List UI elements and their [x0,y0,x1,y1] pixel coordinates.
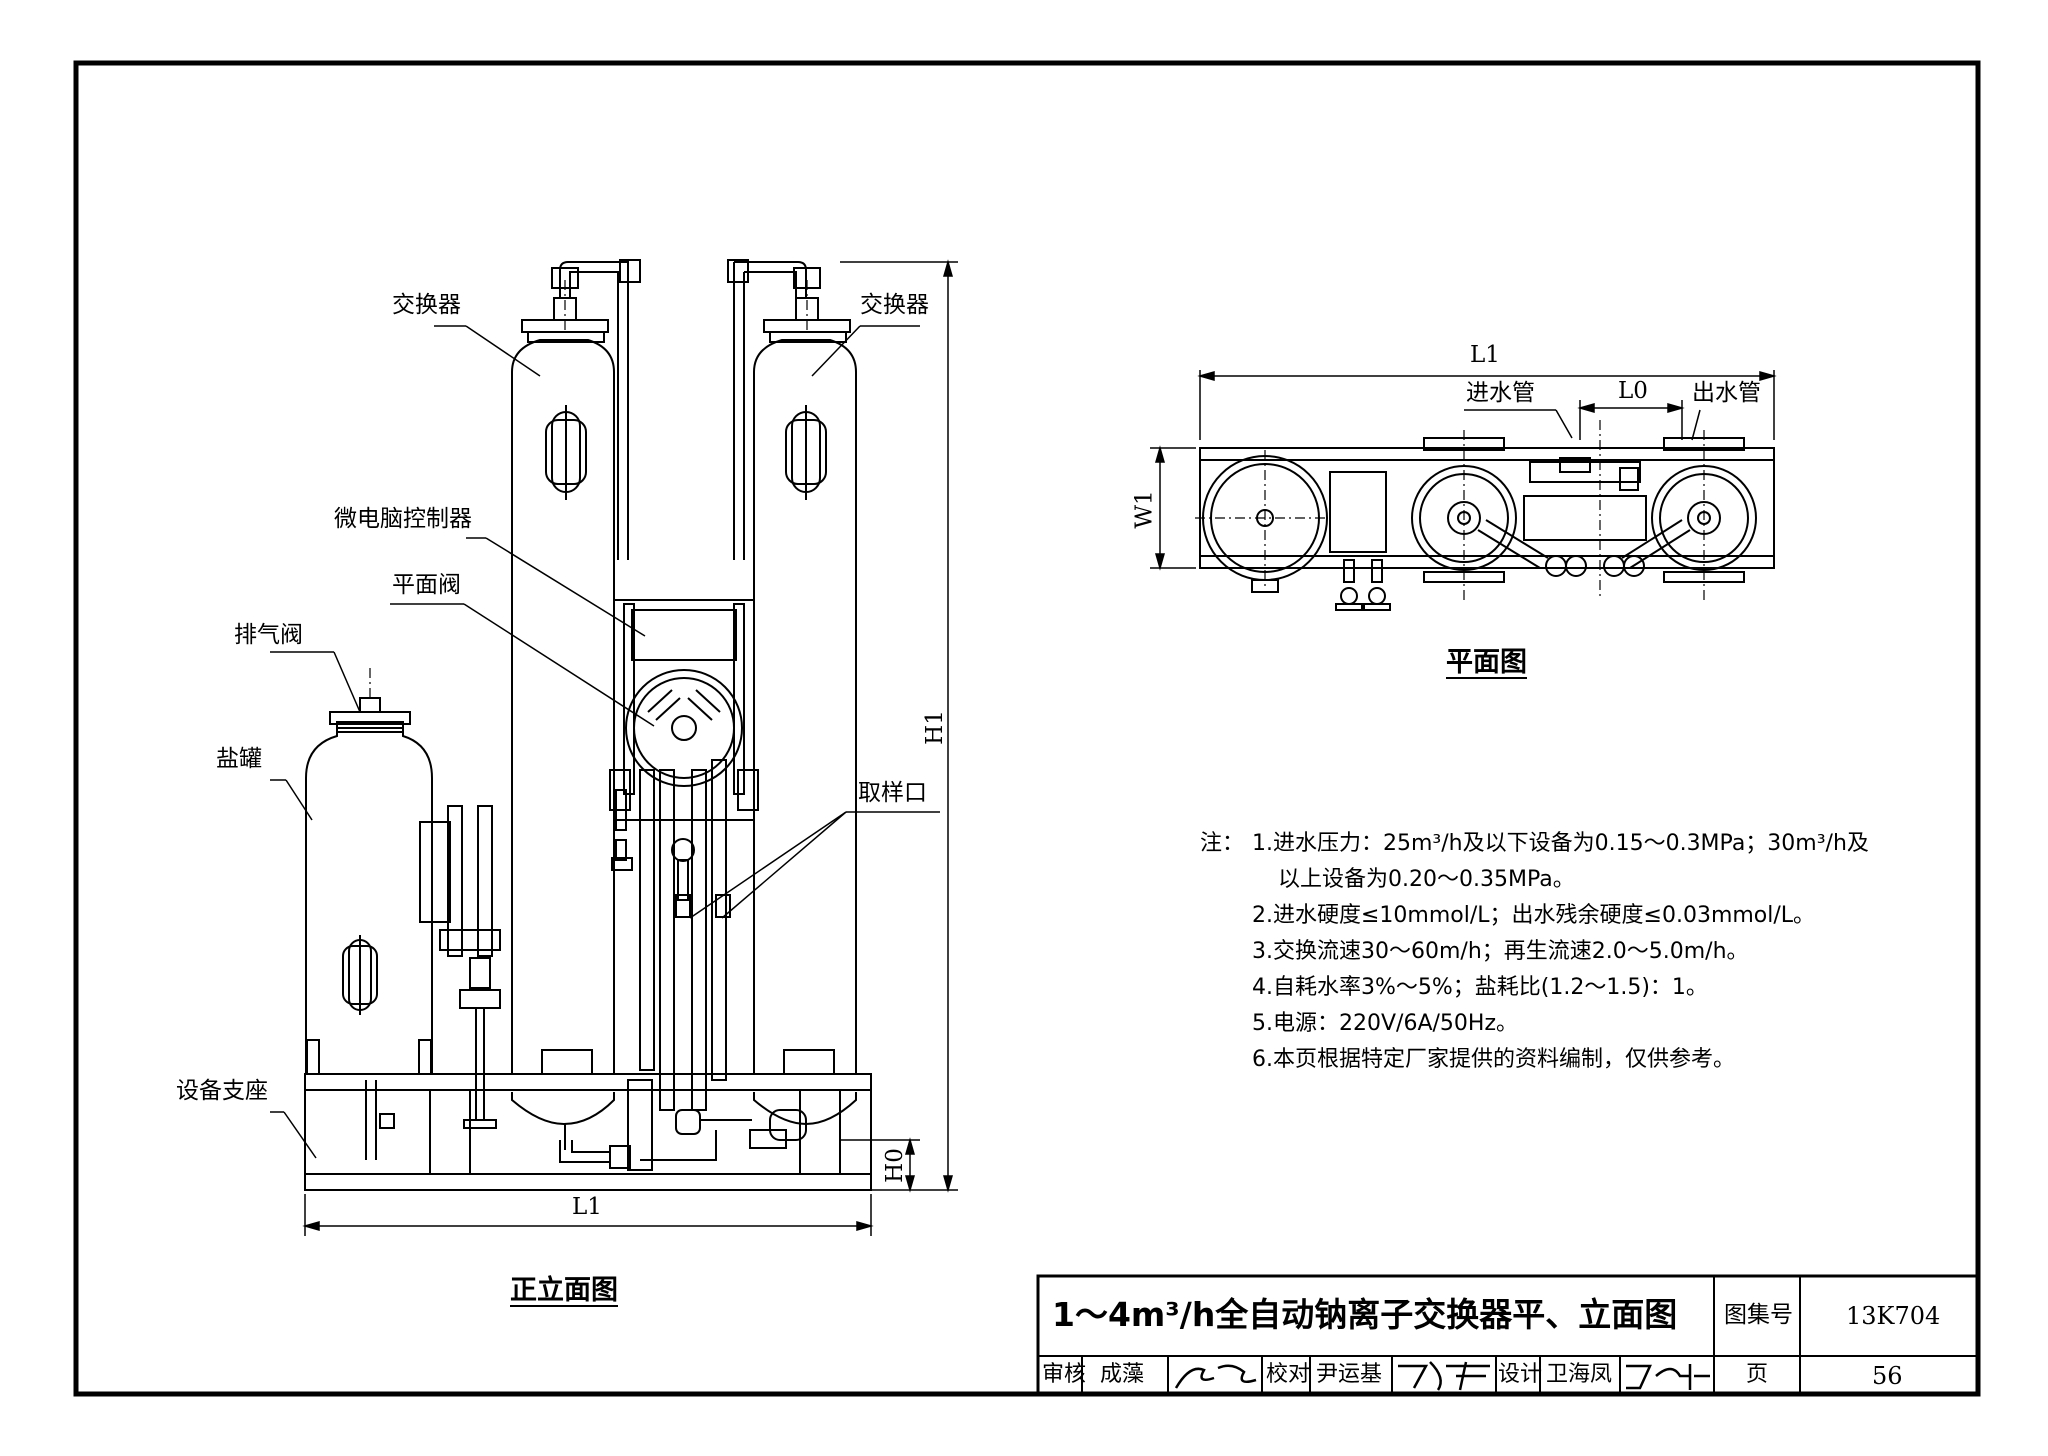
dim-elev-L1: L1 [572,1194,602,1220]
plan-base-frame [1199,447,1775,569]
designer-name: 卫海凤 [1546,1362,1613,1387]
plan-brine-valve [1329,471,1391,611]
plan-view-title: 平面图 [1446,647,1527,678]
plan-right-exchanger [1651,430,1757,600]
plan-salt-tank [1195,450,1335,593]
title-block [1036,1274,1980,1396]
dim-elev-H1: H1 [921,710,948,745]
dim-elev-H0: H0 [881,1148,908,1183]
notes-block: 注： 1.进水压力：25m³/h及以下设备为0.15～0.3MPa；30m³/h及… [1200,826,1869,1078]
label-exchanger-left: 交换器 [392,292,461,318]
plan-dimensions [1150,370,1777,571]
label-exchanger-right: 交换器 [860,292,929,318]
designer-signature [1626,1364,1710,1390]
checker-name: 尹运基 [1316,1362,1383,1387]
label-vent-valve: 排气阀 [234,622,303,648]
label-sampling-port: 取样口 [858,780,927,806]
label-flat-valve: 平面阀 [392,572,461,598]
label-inlet-pipe: 进水管 [1466,380,1535,406]
signature-marks [1174,1361,1710,1391]
reviewer-name: 成藻 [1100,1362,1145,1387]
base-top-rail [304,1073,872,1091]
reviewer-signature [1174,1364,1257,1389]
dim-plan-L1: L1 [1470,342,1500,368]
notes-prefix: 注： [1200,831,1245,856]
plan-view [1150,370,1777,611]
atlas-number: 13K704 [1846,1302,1941,1330]
elevation-dimensions [302,259,958,1236]
salt-tank [305,668,433,1160]
note-line: 5.电源：220V/6A/50Hz。 [1252,1011,1518,1036]
checker-signature [1398,1361,1490,1391]
note-line: 4.自耗水率3%～5%；盐耗比(1.2～1.5)：1。 [1252,975,1708,1000]
review-label: 审核 [1042,1362,1087,1387]
elevation-view-title: 正立面图 [510,1275,618,1306]
label-controller: 微电脑控制器 [334,506,472,532]
controller-assembly [609,599,759,821]
brine-valve [419,805,501,1129]
center-piping [559,759,807,1171]
top-piping [551,259,821,560]
note-line: 6.本页根据特定厂家提供的资料编制，仅供参考。 [1252,1047,1735,1072]
atlas-label: 图集号 [1724,1302,1793,1328]
outer-frame [73,60,1981,1397]
left-exchanger-vessel [511,280,615,1150]
note-line: 1.进水压力：25m³/h及以下设备为0.15～0.3MPa；30m³/h及 [1252,831,1869,856]
note-line: 2.进水硬度≤10mmol/L；出水残余硬度≤0.03mmol/L。 [1252,903,1816,928]
drawing-title: 1～4m³/h全自动钠离子交换器平、立面图 [1052,1295,1678,1334]
dim-plan-W1: W1 [1131,490,1158,529]
page-label: 页 [1746,1362,1769,1387]
label-outlet-pipe: 出水管 [1692,380,1761,406]
plan-left-exchanger [1411,430,1517,600]
page-number: 56 [1872,1362,1903,1390]
elevation-leader-lines [270,325,940,1159]
note-line: 以上设备为0.20～0.35MPa。 [1278,867,1575,892]
label-salt-tank: 盐罐 [216,746,262,772]
check-label: 校对 [1266,1362,1311,1387]
note-line: 3.交换流速30～60m/h；再生流速2.0～5.0m/h。 [1252,939,1749,964]
dim-plan-L0: L0 [1618,378,1648,404]
right-exchanger-vessel [753,280,857,1126]
label-equipment-base: 设备支座 [176,1078,268,1104]
base-bottom-rail [304,1173,872,1191]
elevation-view [270,259,958,1236]
design-label: 设计 [1498,1362,1543,1387]
plan-center-piping [1477,420,1691,600]
